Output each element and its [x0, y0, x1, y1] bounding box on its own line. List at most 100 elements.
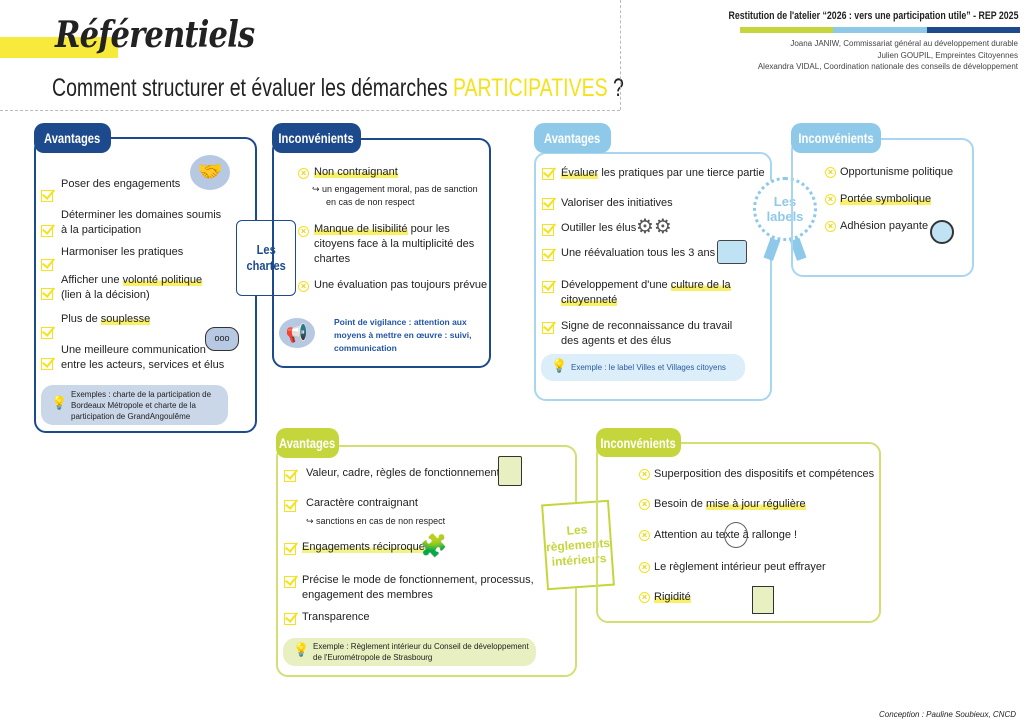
divider-horizontal [0, 110, 620, 111]
advantage-item: Une réévaluation tous les 3 ans [561, 247, 716, 259]
drawback-item: Non contraignant [314, 166, 398, 178]
reglements-advantages-tab: Avantages [276, 428, 339, 458]
footer-credit: Conception : Pauline Soubieux, CNCD [879, 710, 1016, 719]
megaphone-icon: 📢 [279, 318, 315, 348]
magnifier-icon [930, 220, 954, 244]
labels-advantages-tab: Avantages [534, 123, 611, 153]
vigilance-note: Point de vigilance : attention aux moyen… [334, 317, 472, 353]
check-icon [41, 288, 53, 300]
drawback-item: Besoin de mise à jour régulière [654, 498, 806, 510]
labels-example: 💡Exemple : le label Villes et Villages c… [541, 354, 745, 381]
lightbulb-icon: 💡 [51, 395, 68, 410]
cross-icon: × [825, 221, 836, 232]
color-bar [740, 27, 1020, 33]
check-icon [542, 322, 554, 334]
chartes-drawbacks-tab: Inconvénients [272, 123, 361, 153]
calendar-icon [717, 240, 747, 264]
author: Alexandra VIDAL, Coordination nationale … [757, 62, 1018, 71]
drawback-item: Portée symbolique [840, 193, 932, 205]
advantage-item: Harmoniser les pratiques [61, 246, 184, 258]
advantage-item: Engagements réciproques [302, 541, 431, 553]
author: Julien GOUPIL, Empreintes Citoyennes [877, 50, 1018, 60]
return-arrow-icon: ↪ [312, 184, 323, 194]
cross-icon: × [639, 592, 650, 603]
puzzle-icon: 🧩 [420, 533, 448, 558]
check-icon [284, 500, 296, 512]
check-icon [284, 576, 296, 588]
cross-icon: × [298, 226, 309, 237]
reglements-example: 💡Exemple : Règlement intérieur du Consei… [283, 638, 536, 666]
check-icon [41, 225, 53, 237]
check-icon [542, 224, 554, 236]
cross-icon: × [639, 499, 650, 510]
speech-bubble-icon: ooo [205, 327, 239, 351]
advantage-item: Transparence [302, 611, 370, 623]
divider-vertical [620, 0, 621, 110]
advantage-item: Valoriser des initiatives [561, 197, 673, 209]
check-icon [284, 470, 296, 482]
drawback-item: Rigidité [654, 591, 691, 603]
lightbulb-icon: 💡 [293, 642, 310, 657]
check-icon [542, 249, 554, 261]
check-icon [41, 358, 53, 370]
cross-icon: × [639, 562, 650, 573]
reglements-drawbacks-tab: Inconvénients [596, 428, 681, 457]
cross-icon: × [639, 530, 650, 541]
advantage-item: Évaluer les pratiques par une tierce par… [561, 167, 765, 179]
advantage-subtext: ↪ sanctions en cas de non respect [306, 516, 446, 526]
handshake-icon: 🤝 [190, 155, 230, 190]
author: Joana JANIW, Commissariat général au dév… [790, 39, 1018, 48]
notepad-icon [498, 456, 522, 486]
advantage-item: Outiller les élus [561, 222, 637, 234]
drawback-item: Opportunisme politique [840, 166, 954, 178]
reglements-drawbacks-panel [596, 442, 881, 623]
return-arrow-icon: ↪ [306, 516, 317, 526]
drawback-item: Le règlement intérieur peut effrayer [654, 561, 826, 573]
labels-advantages-panel [534, 152, 772, 401]
labels-drawbacks-tab: Inconvénients [791, 123, 881, 153]
chartes-advantages-tab: Avantages [34, 123, 111, 153]
advantage-item: Plus de souplesse [61, 313, 151, 325]
page-script-title: Référentiels [55, 14, 255, 56]
gears-icon: ⚙⚙ [636, 216, 672, 238]
advantage-item: Caractère contraignant [306, 497, 418, 509]
advantage-item: Afficher une volonté politique(lien à la… [61, 274, 203, 301]
cross-icon: × [639, 469, 650, 480]
stopwatch-icon [724, 522, 748, 548]
labels-drawbacks-panel [791, 138, 974, 277]
check-icon [41, 259, 53, 271]
cross-icon: × [825, 167, 836, 178]
check-icon [41, 327, 53, 339]
check-icon [542, 198, 554, 210]
drawback-item: Adhésion payante [840, 220, 929, 232]
page-subtitle: Comment structurer et évaluer les démarc… [52, 74, 624, 102]
check-icon [284, 543, 296, 555]
check-icon [284, 613, 296, 625]
cross-icon: × [298, 281, 309, 292]
authors: Joana JANIW, Commissariat général au dév… [758, 38, 1018, 73]
advantage-item: Précise le mode de fonctionnement, proce… [302, 574, 534, 601]
check-icon [41, 190, 53, 202]
chartes-drawbacks-panel [272, 138, 491, 368]
check-icon [542, 281, 554, 293]
lightbulb-icon: 💡 [551, 357, 568, 373]
advantage-item: Poser des engagements [61, 178, 181, 190]
chartes-example: 💡Exemples : charte de la participation d… [41, 385, 228, 425]
drawback-item: Une évaluation pas toujours prévue [314, 279, 488, 291]
drawback-item: Superposition des dispositifs et compéte… [654, 468, 875, 480]
documents-icon [752, 586, 774, 614]
cross-icon: × [298, 168, 309, 179]
restitution-title: Restitution de l'atelier “2026 : vers un… [728, 10, 1018, 22]
check-icon [542, 168, 554, 180]
cross-icon: × [825, 194, 836, 205]
title-highlight [0, 37, 118, 58]
advantage-item: Valeur, cadre, règles de fonctionnement [306, 467, 500, 479]
